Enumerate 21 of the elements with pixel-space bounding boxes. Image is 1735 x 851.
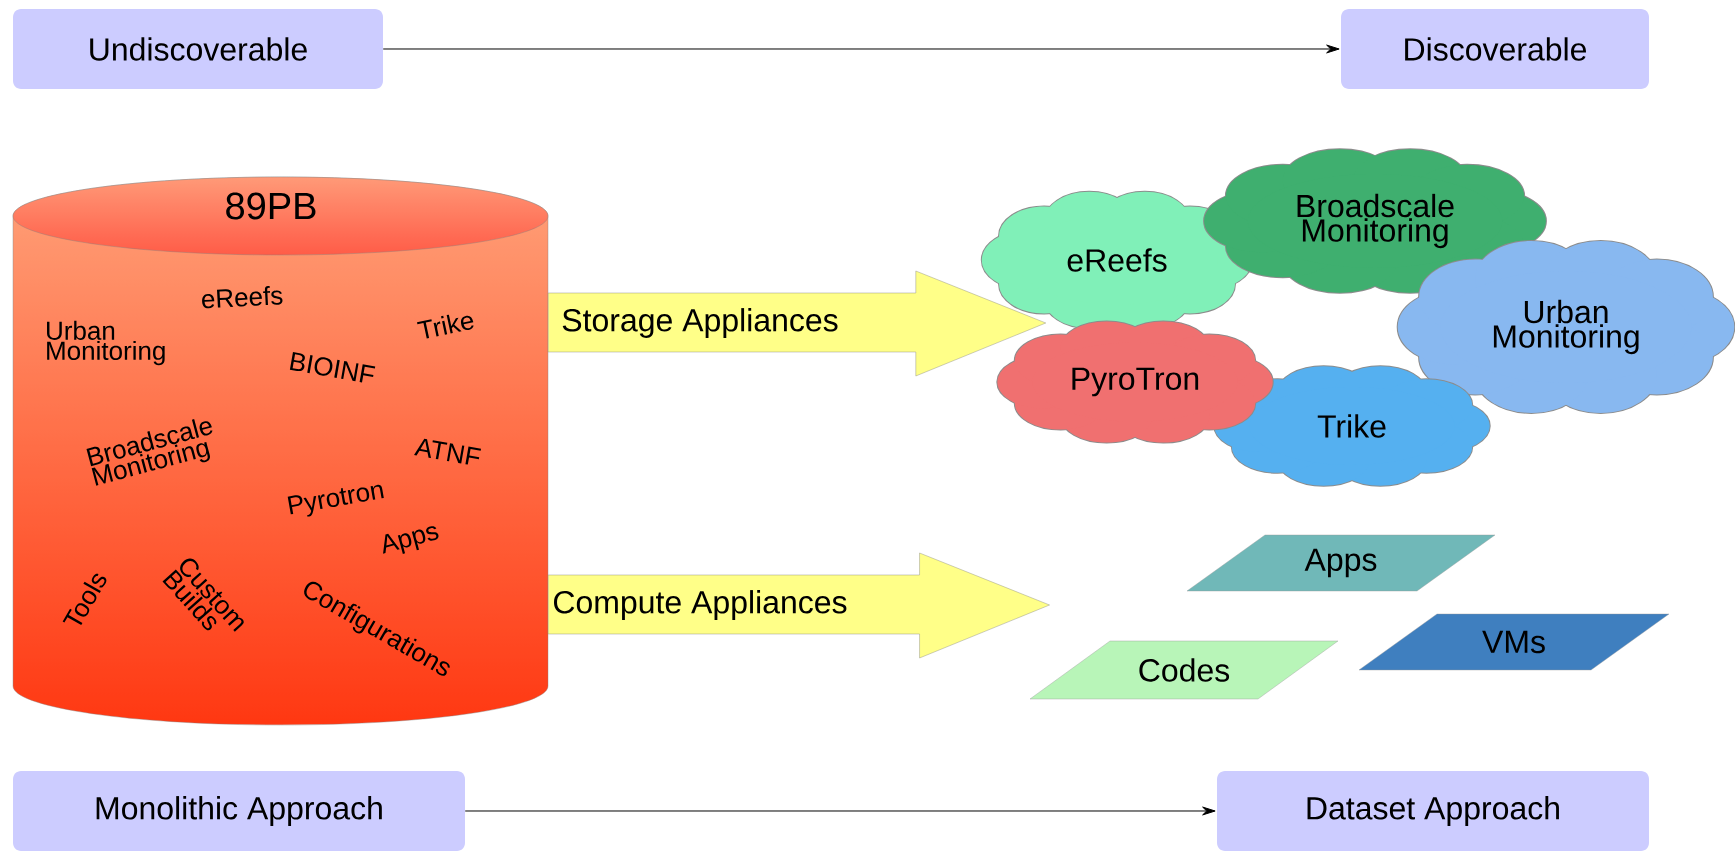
cylinder [12,176,549,726]
arrow [382,44,1340,54]
cylinder-label: eReefs [202,286,283,309]
cylinder-label: Urban Monitoring [47,320,165,366]
parallelogram: Codes [1029,640,1339,700]
label-box: Discoverable [1341,9,1649,89]
cylinder-label: Apps [383,526,439,554]
arrow [464,806,1216,816]
edge-label: Storage Appliances [562,308,838,338]
parallelogram: VMs [1358,613,1670,671]
cylinder-label: ATNF [414,438,481,465]
cylinder-label: Trike [417,314,474,339]
cloud: PyroTron [996,320,1274,444]
cylinder-label: Pyrotron [287,484,384,517]
edge-label: Compute Appliances [554,590,847,620]
parallelogram: Apps [1186,534,1496,592]
cylinder-label: BIOINF [289,352,376,383]
label-box: Monolithic Approach [13,771,465,851]
label-box: Undiscoverable [13,9,383,89]
label-box: Dataset Approach [1217,771,1649,851]
cylinder-label: 89PB [226,192,316,220]
